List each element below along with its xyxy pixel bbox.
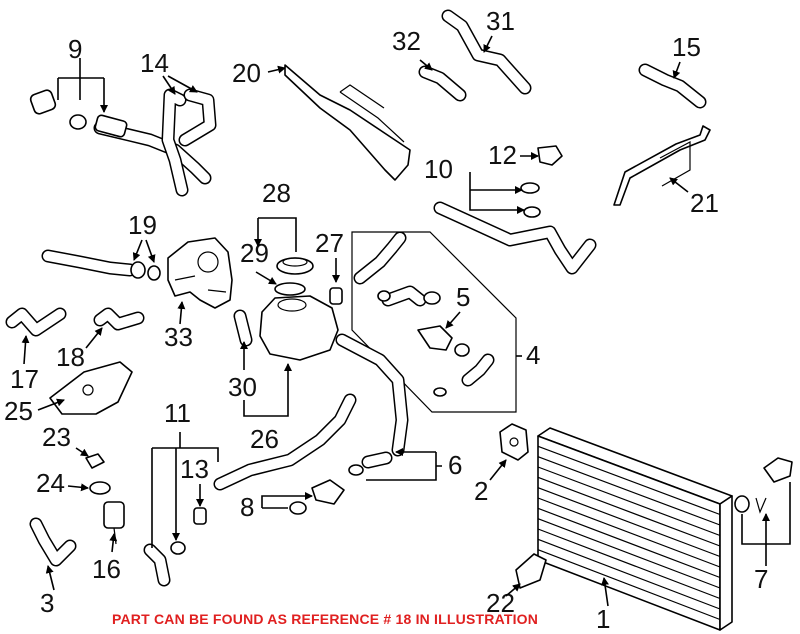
callout-20: 20	[232, 58, 261, 88]
callout-7: 7	[754, 564, 768, 594]
part-5-connector	[417, 325, 453, 351]
part-14-hoses	[161, 88, 217, 197]
part-31-hose	[441, 9, 532, 95]
part-27-sensor	[329, 287, 343, 305]
radiator-fin	[537, 445, 721, 516]
part-24-cap	[89, 481, 111, 495]
callout-14: 14	[140, 48, 169, 78]
callout-13: 13	[180, 454, 209, 484]
lower-radiator-hose	[213, 333, 409, 491]
callout-16: 3	[40, 588, 54, 618]
part-26-expansion-tank	[259, 295, 339, 361]
callout-2: 2	[474, 476, 488, 506]
callout-8: 8	[240, 492, 254, 522]
part-4-hose-kit	[351, 231, 517, 413]
part-6-hose	[348, 451, 393, 476]
callout-1: 1	[596, 604, 610, 634]
radiator-fin	[537, 528, 721, 600]
callout-18: 18	[56, 342, 85, 372]
part-28-cap	[276, 257, 314, 275]
callout-23: 23	[42, 422, 71, 452]
callout-27: 27	[315, 228, 344, 258]
callout-25: 25	[4, 396, 33, 426]
part-30-hose	[233, 309, 253, 347]
part-20-pipe-bracket	[284, 64, 411, 181]
part-18-hose	[93, 307, 145, 331]
callout-12: 12	[488, 140, 517, 170]
part-29-gasket	[274, 282, 306, 296]
callout-22: 16	[92, 554, 121, 584]
callout-24: 24	[36, 468, 65, 498]
part-13-sensor	[193, 507, 207, 525]
callout-30: 30	[228, 372, 257, 402]
radiator-fin	[537, 487, 721, 558]
callout-6: 6	[448, 450, 462, 480]
part-15-hose	[638, 63, 707, 109]
part-1-radiator	[537, 427, 733, 631]
callout-17: 17	[10, 364, 39, 394]
callout-11: 11	[164, 398, 191, 428]
part-33-thermostat-housing	[167, 237, 233, 309]
part-22-pump	[103, 501, 125, 545]
part-16-hose	[29, 517, 77, 567]
callout-26: 26	[250, 424, 279, 454]
radiator-fin	[537, 518, 721, 589]
part-2-bracket	[499, 423, 529, 461]
part-10-hose	[433, 182, 597, 275]
part-25-bracket	[49, 361, 133, 415]
radiator-fin	[537, 466, 721, 537]
part-3-bracket	[515, 553, 547, 589]
radiator-fin	[537, 497, 721, 568]
callout-9: 9	[68, 34, 82, 64]
radiator-fin	[537, 549, 721, 621]
callout-33: 33	[164, 322, 193, 352]
part-8-flange	[289, 479, 345, 515]
part-32-hose	[418, 65, 467, 102]
radiator-fin	[537, 476, 721, 547]
part-12-connector	[537, 145, 563, 166]
callout-29: 29	[240, 238, 269, 268]
part-23-cap	[85, 453, 105, 469]
callout-15: 15	[672, 32, 701, 62]
callout-5: 5	[456, 282, 470, 312]
part-7-drain-plug	[734, 457, 793, 514]
callout-19: 19	[128, 210, 157, 240]
radiator-fin	[537, 538, 721, 610]
callout-10: 10	[424, 154, 453, 184]
callout-21: 21	[690, 188, 719, 218]
radiator-fin	[537, 456, 721, 526]
part-11-hose	[143, 541, 186, 587]
callout-31: 31	[486, 6, 515, 36]
radiator-fin	[537, 507, 721, 579]
footer-note: PART CAN BE FOUND AS REFERENCE # 18 IN I…	[112, 611, 538, 627]
callout-28: 28	[262, 178, 291, 208]
callout-4: 4	[526, 340, 540, 370]
callout-32: 32	[392, 26, 421, 56]
part-19-pipe	[41, 249, 161, 281]
part-17-hose	[5, 307, 67, 337]
